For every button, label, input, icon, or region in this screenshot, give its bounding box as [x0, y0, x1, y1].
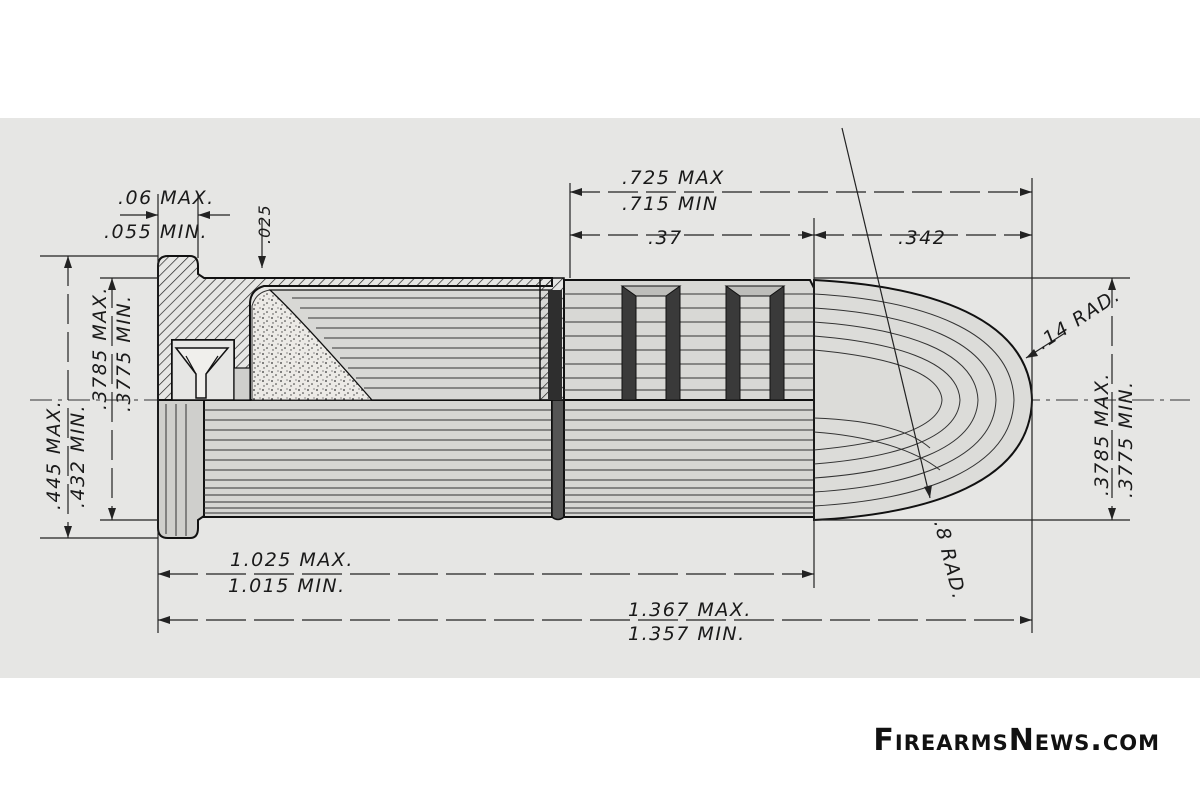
- bullet-length-max-label: .725 MAX: [622, 167, 725, 189]
- rim-diameter-max-label: .445 MAX.: [43, 400, 65, 510]
- brand-logo: FirearmsNews.com: [873, 723, 1160, 758]
- tip-radius-label: .14 RAD.: [1033, 284, 1125, 354]
- bullet-diameter-min-label: .3775 MIN.: [1115, 380, 1137, 498]
- ogive-radius-label: .8 RAD.: [929, 518, 970, 602]
- cartridge-exterior: [157, 278, 1034, 539]
- dimension-arrows: [64, 188, 1116, 624]
- nose-length-label: .342: [898, 227, 946, 249]
- rim-diameter-min-label: .432 MIN.: [67, 404, 89, 508]
- shank-length-label: .37: [648, 227, 683, 249]
- case-diameter-max-label: .3785 MAX.: [89, 286, 111, 410]
- crimp-depth-label: .025: [255, 204, 274, 244]
- overall-length-max-label: 1.367 MAX.: [628, 599, 752, 621]
- case-diameter-min-label: .3775 MIN.: [113, 294, 135, 412]
- cartridge-section: [157, 255, 815, 401]
- rim-thickness-max-label: .06 MAX.: [118, 187, 215, 209]
- technical-drawing-panel: .06 MAX. .055 MIN. .025 .725 MAX .715 MI…: [0, 118, 1200, 678]
- overall-length-min-label: 1.357 MIN.: [628, 623, 746, 645]
- cartridge-drawing: .06 MAX. .055 MIN. .025 .725 MAX .715 MI…: [30, 127, 1190, 645]
- bullet-diameter-max-label: .3785 MAX.: [1091, 372, 1113, 496]
- bullet-length-min-label: .715 MIN: [622, 193, 719, 215]
- case-length-max-label: 1.025 MAX.: [230, 549, 354, 571]
- rim-thickness-min-label: .055 MIN.: [104, 221, 208, 243]
- case-length-min-label: 1.015 MIN.: [228, 575, 346, 597]
- dimension-lines: [40, 127, 1130, 633]
